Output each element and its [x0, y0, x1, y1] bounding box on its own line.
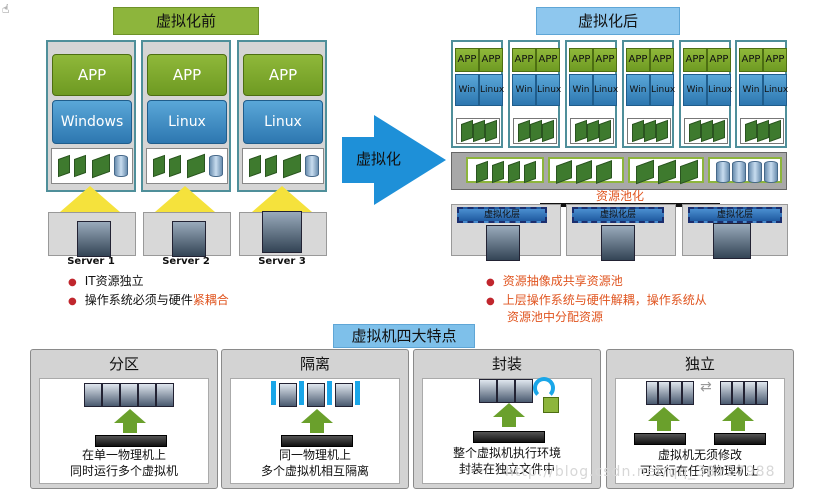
panel-illustration: ⇄ 虚拟机无须修改 可运行在任何物理机上 — [615, 378, 785, 484]
feature-panel-independence: 独立 ⇄ 虚拟机无须修改 可运行在任何物理机上 — [606, 349, 794, 489]
hand-cursor-icon: ☝ — [2, 2, 10, 16]
virtualization-arrow-icon — [342, 115, 446, 205]
panel-illustration: 整个虚拟机执行环境 封装在独立文件中 — [422, 377, 592, 484]
before-bullet-1: ●IT资源独立 — [68, 274, 144, 288]
panel-text-line-1: 在单一物理机上 — [81, 448, 166, 462]
panel-title: 分区 — [108, 355, 139, 373]
virtualization-layer-2: 虚拟化层 — [572, 207, 664, 223]
os-block-linux: Linux — [243, 100, 323, 144]
before-column-1: APP Windows — [46, 40, 136, 192]
hardware-block — [146, 148, 228, 184]
panel-text-line-2: 多个虚拟机相互隔离 — [260, 464, 369, 478]
server-label-2: Server 2 — [162, 256, 210, 267]
before-column-2: APP Linux — [141, 40, 231, 192]
resource-pool — [451, 152, 787, 190]
os-block-linux: Linux — [147, 100, 227, 144]
before-bullet-2: ●操作系统必须与硬件紧耦合 — [68, 293, 229, 307]
file-icon — [543, 397, 559, 413]
features-title: 虚拟机四大特点 — [333, 324, 475, 348]
panel-text-line-1: 同一物理机上 — [278, 448, 351, 462]
after-title: 虚拟化后 — [536, 7, 680, 35]
panel-text-line-2: 同时运行多个虚拟机 — [69, 464, 178, 478]
panel-text-line-2: 封装在独立文件中 — [458, 462, 555, 476]
feature-panel-encapsulation: 封装 整个虚拟机执行环境 封装在独立文件中 — [413, 349, 601, 489]
panel-title: 独立 — [684, 355, 715, 373]
os-block-windows: Windows — [52, 100, 132, 144]
server-3-image — [239, 211, 327, 256]
feature-panel-partition: 分区 在单一物理机上 同时运行多个虚拟机 — [30, 349, 218, 489]
after-bullet-1: ●资源抽像成共享资源池 — [486, 274, 623, 288]
pool-segment-memory — [548, 157, 624, 184]
after-bullet-2-continued: 资源池中分配资源 — [507, 310, 604, 324]
before-column-3: APP Linux — [237, 40, 327, 192]
virtualization-layer-1: 虚拟化层 — [457, 207, 547, 223]
link-icon — [533, 377, 555, 399]
panel-text-line-1: 虚拟机无须修改 — [657, 448, 742, 462]
arrow-label: 虚拟化 — [356, 150, 402, 168]
after-bullet-2: ●上层操作系统与硬件解耦，操作系统从 — [486, 293, 707, 307]
panel-text-line-1: 整个虚拟机执行环境 — [452, 446, 561, 460]
pool-segment-cpu — [466, 157, 544, 184]
server-1-image — [48, 212, 136, 257]
panel-title: 隔离 — [299, 355, 330, 373]
pool-segment-network — [628, 157, 704, 185]
hardware-block — [242, 148, 324, 184]
before-title: 虚拟化前 — [113, 7, 259, 35]
app-block: APP — [52, 54, 132, 96]
swap-arrows-icon: ⇄ — [700, 379, 712, 395]
server-2-image — [143, 212, 231, 257]
server-label-3: Server 3 — [258, 256, 306, 267]
feature-panel-isolation: 隔离 同一物理机上 多个虚拟机相互隔离 — [221, 349, 409, 489]
virtualization-layer-3: 虚拟化层 — [688, 207, 782, 223]
panel-title: 封装 — [491, 355, 522, 373]
panel-illustration: 同一物理机上 多个虚拟机相互隔离 — [230, 378, 400, 484]
panel-illustration: 在单一物理机上 同时运行多个虚拟机 — [39, 378, 209, 484]
hardware-block — [51, 148, 133, 184]
server-label-1: Server 1 — [67, 256, 115, 267]
app-block: APP — [147, 54, 227, 96]
watermark: http://blog.csdn.net/qq_38127988 — [505, 464, 776, 480]
panel-text-line-2: 可运行在任何物理机上 — [639, 464, 760, 478]
pool-segment-storage — [708, 157, 782, 183]
app-block: APP — [243, 54, 323, 96]
resource-pool-label: 资源池化 — [596, 189, 645, 203]
